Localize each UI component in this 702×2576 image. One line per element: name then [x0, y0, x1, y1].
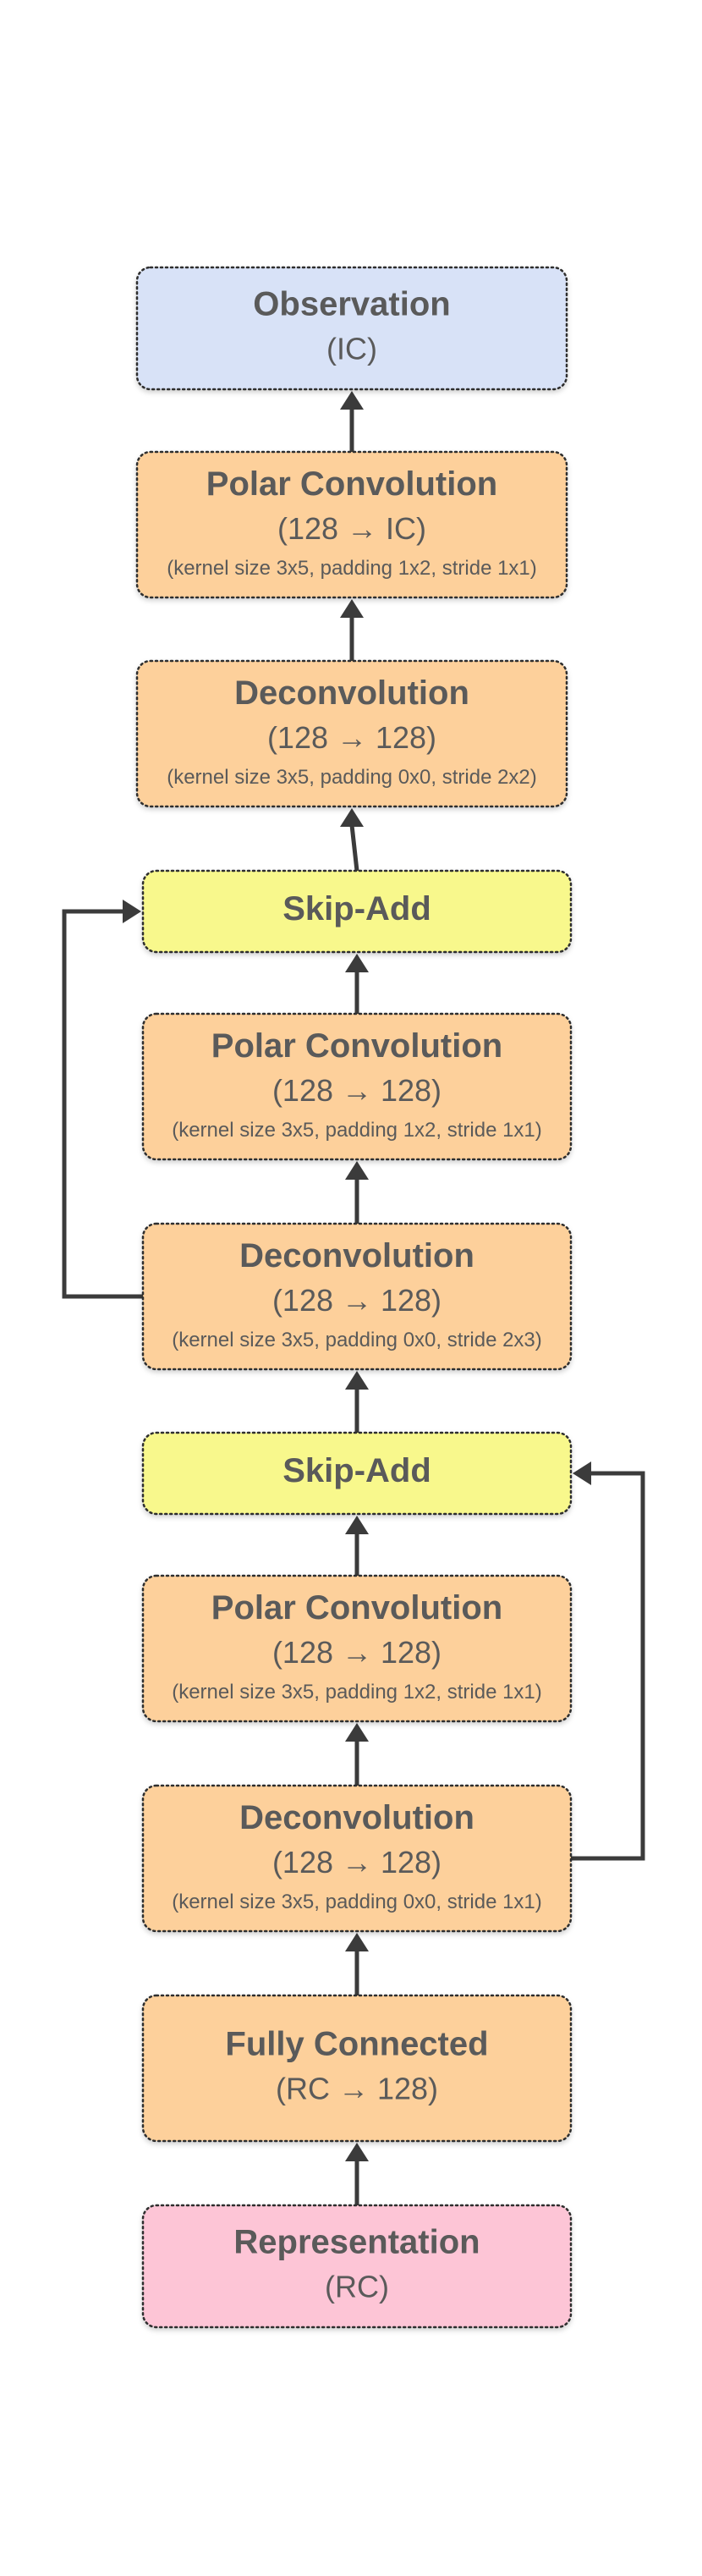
- arrowhead: [340, 391, 364, 410]
- node-detail: (kernel size 3x5, padding 1x2, stride 1x…: [172, 1119, 542, 1142]
- edge-line: [349, 824, 359, 872]
- node-deconv-1: Deconvolution (128 → 128) (kernel size 3x5…: [135, 659, 568, 808]
- node-title: Fully Connected: [225, 2025, 488, 2062]
- edge-polar-conv-3-to-skip-add-2: [345, 1516, 369, 1576]
- node-box: [141, 1012, 573, 1161]
- node-sub: (128 → 128): [272, 1073, 441, 1108]
- edge-deconv-2-to-polar-conv-2: [345, 1161, 369, 1224]
- edges-layer: [62, 391, 645, 2205]
- node-polar-conv-3: Polar Convolution (128 → 128) (kernel size…: [141, 1574, 573, 1723]
- edge-deconv-3-to-skip-add-2: [571, 1461, 645, 1861]
- node-skip-add-2: Skip-Add: [141, 1431, 573, 1516]
- node-sub: (IC): [326, 331, 377, 366]
- node-title: Deconvolution: [234, 674, 469, 712]
- node-box: [135, 659, 568, 808]
- edge-fully-connected-to-deconv-3: [345, 1933, 369, 1995]
- node-detail: (kernel size 3x5, padding 0x0, stride 1x…: [172, 1891, 542, 1913]
- arrowhead: [345, 1723, 369, 1742]
- arrowhead: [345, 954, 369, 972]
- node-deconv-2: Deconvolution (128 → 128) (kernel size 3x5…: [141, 1222, 573, 1371]
- node-title: Polar Convolution: [211, 1027, 502, 1065]
- arrowhead: [345, 1933, 369, 1951]
- arrowhead: [340, 599, 364, 618]
- edge-bypass-path: [62, 909, 143, 1299]
- node-detail: (kernel size 3x5, padding 0x0, stride 2x…: [167, 766, 537, 789]
- nodes-layer: Observation (IC) Polar Convolution (128 → I…: [135, 266, 573, 2329]
- node-box: [135, 450, 568, 599]
- node-polar-conv-2: Polar Convolution (128 → 128) (kernel size…: [141, 1012, 573, 1161]
- node-title: Skip-Add: [282, 1452, 431, 1489]
- arrowhead: [345, 2143, 369, 2161]
- node-box: [141, 1222, 573, 1371]
- node-deconv-3: Deconvolution (128 → 128) (kernel size 3x5…: [141, 1784, 573, 1933]
- node-detail: (kernel size 3x5, padding 1x2, stride 1x…: [167, 557, 537, 580]
- node-title: Representation: [233, 2223, 480, 2260]
- edge-deconv-3-to-polar-conv-3: [345, 1723, 369, 1786]
- arrowhead: [340, 808, 364, 827]
- node-box: [141, 1994, 573, 2143]
- edge-deconv-1-to-polar-conv-1: [340, 599, 364, 661]
- node-observation: Observation (IC): [135, 266, 568, 391]
- node-skip-add-1: Skip-Add: [141, 869, 573, 954]
- node-title: Observation: [253, 285, 450, 322]
- node-box: [141, 1574, 573, 1723]
- arrowhead: [573, 1461, 591, 1485]
- node-representation: Representation (RC): [141, 2204, 573, 2329]
- node-box: [141, 2204, 573, 2329]
- node-box: [141, 1431, 573, 1516]
- edge-polar-conv-1-to-observation: [340, 391, 364, 452]
- node-title: Polar Convolution: [206, 465, 497, 503]
- node-sub: (128 → 128): [267, 720, 436, 755]
- arrowhead: [345, 1516, 369, 1534]
- node-box: [141, 1784, 573, 1933]
- node-title: Deconvolution: [239, 1799, 474, 1836]
- node-sub: (128 → IC): [277, 511, 426, 546]
- arrowhead: [123, 900, 141, 923]
- node-title: Skip-Add: [282, 890, 431, 927]
- node-fully-connected: Fully Connected (RC → 128): [141, 1994, 573, 2143]
- node-sub: (128 → 128): [272, 1635, 441, 1670]
- node-title: Polar Convolution: [211, 1589, 502, 1627]
- edge-representation-to-fully-connected: [345, 2143, 369, 2205]
- node-box: [141, 869, 573, 954]
- node-detail: (kernel size 3x5, padding 1x2, stride 1x…: [172, 1681, 542, 1704]
- node-sub: (128 → 128): [272, 1283, 441, 1318]
- node-detail: (kernel size 3x5, padding 0x0, stride 2x…: [172, 1329, 542, 1351]
- node-polar-conv-1: Polar Convolution (128 → IC) (kernel size …: [135, 450, 568, 599]
- node-sub: (RC → 128): [276, 2071, 438, 2105]
- edge-polar-conv-2-to-skip-add-1: [345, 954, 369, 1014]
- edge-skip-add-2-to-deconv-2: [345, 1371, 369, 1433]
- edge-deconv-2-to-skip-add-1: [62, 900, 143, 1299]
- arrowhead: [345, 1161, 369, 1180]
- arrowhead: [345, 1371, 369, 1390]
- node-sub: (128 → 128): [272, 1845, 441, 1880]
- edge-bypass-path: [571, 1471, 645, 1861]
- node-box: [135, 266, 568, 391]
- node-title: Deconvolution: [239, 1237, 474, 1274]
- node-sub: (RC): [325, 2269, 389, 2304]
- edge-skip-add-1-to-deconv-1: [340, 808, 364, 872]
